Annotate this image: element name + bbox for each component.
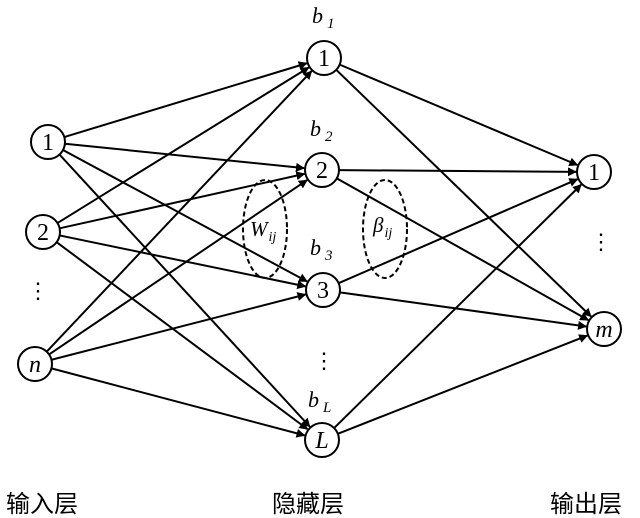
- input-node-n: n: [17, 346, 53, 382]
- hidden-output-weight-ellipse: [362, 179, 408, 279]
- output-node-m: m: [586, 311, 622, 347]
- edge-in2-h2: [59, 171, 306, 230]
- input-ellipsis: ⋮: [27, 278, 49, 303]
- edge-in2-h1: [56, 66, 310, 224]
- weight-groups: [242, 179, 408, 279]
- hidden-node-label: L: [314, 428, 328, 454]
- hidden-ellipsis: ⋮: [313, 348, 335, 373]
- output-layer-label: 输出层: [550, 490, 622, 518]
- edge-h3-o1: [338, 178, 579, 285]
- input-hidden-weight-ellipse: [242, 179, 288, 279]
- edge-inn-h3: [51, 292, 307, 361]
- output-node-circle: [586, 311, 622, 347]
- hidden-node-circle: [305, 272, 341, 308]
- edge-hL-om: [337, 334, 589, 435]
- edge-in1-h2: [64, 142, 305, 172]
- edge-in1-hL: [58, 153, 311, 428]
- nodes-group: 1 2 n 1 2 3L 1 m: [17, 40, 622, 458]
- input-node-circle: [25, 214, 61, 250]
- hidden-layer-label: 隐藏层: [272, 490, 344, 518]
- edge-in1-h3: [62, 149, 308, 283]
- hidden-node-L: L: [304, 422, 340, 458]
- input-node-circle: [17, 346, 53, 382]
- hidden-node-circle: [306, 40, 342, 76]
- hidden-output-weight-label: βij: [372, 213, 392, 241]
- hidden-node-label: 3: [317, 278, 329, 304]
- hidden-node-label: 2: [316, 158, 328, 184]
- edge-in1-h1: [63, 61, 308, 139]
- input-node-label: n: [29, 352, 41, 378]
- edge-h2-o1: [338, 167, 577, 177]
- edges-group: [45, 61, 592, 438]
- input-node-label: 1: [42, 130, 54, 156]
- edge-inn-h1: [45, 70, 313, 353]
- hidden-node-1: 1: [306, 40, 342, 76]
- input-node-label: 2: [37, 220, 49, 246]
- edge-inn-h2: [48, 179, 308, 356]
- output-node-circle: [576, 154, 612, 190]
- edge-h1-om: [335, 69, 592, 318]
- edge-h1-o1: [339, 63, 579, 166]
- output-node-1: 1: [576, 154, 612, 190]
- output-node-label: m: [595, 317, 612, 343]
- input-layer-label: 输入层: [6, 490, 78, 518]
- input-node-1: 1: [30, 124, 66, 160]
- input-hidden-weight-label: Wij: [250, 217, 276, 245]
- edge-h3-om: [339, 291, 588, 330]
- hidden-node-label: 1: [318, 46, 330, 72]
- edge-inn-hL: [51, 367, 306, 438]
- output-ellipsis: ⋮: [590, 229, 612, 254]
- input-node-2: 2: [25, 214, 61, 250]
- output-node-label: 1: [588, 160, 600, 186]
- hidden-node-circle: [304, 152, 340, 188]
- input-node-circle: [30, 124, 66, 160]
- hidden-node-2: 2: [304, 152, 340, 188]
- hidden-node-3: 3: [305, 272, 341, 308]
- edge-h2-om: [336, 177, 590, 322]
- hidden-node-circle: [304, 422, 340, 458]
- edge-in2-hL: [56, 241, 309, 431]
- edge-hL-o1: [333, 183, 582, 429]
